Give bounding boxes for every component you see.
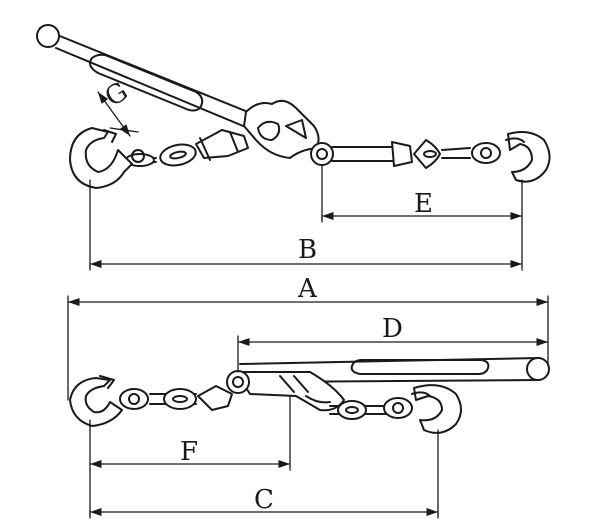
dimension-C: C — [89, 429, 439, 519]
dimension-D: D — [237, 314, 549, 373]
label-A: A — [297, 274, 318, 304]
dimension-B: B — [89, 179, 523, 271]
binder-closed-view: A D F C — [67, 274, 550, 519]
left-barrel-closed — [197, 385, 233, 411]
pivot-eye-closed — [226, 370, 250, 394]
label-E: E — [414, 189, 433, 219]
right-rod-open — [331, 141, 413, 167]
right-chain-closed — [329, 397, 413, 420]
lever-body-open — [243, 99, 320, 159]
right-hook-closed — [411, 384, 462, 434]
left-hook-closed — [69, 375, 123, 427]
label-F: F — [180, 437, 198, 467]
lever-body-closed — [235, 371, 345, 412]
label-D: D — [382, 314, 403, 344]
left-hook-open — [69, 127, 145, 189]
lever-handle-open — [36, 24, 259, 129]
left-barrel-open — [195, 129, 249, 161]
label-B: B — [298, 235, 317, 265]
right-chain-open — [413, 139, 501, 169]
dimension-A: A — [67, 274, 549, 401]
dimension-F: F — [89, 395, 291, 471]
left-chain-closed — [119, 388, 197, 410]
binder-open-view: G E B — [36, 24, 551, 271]
dimension-E: E — [321, 165, 523, 223]
label-G: G — [100, 77, 134, 113]
pivot-eye-open — [310, 142, 334, 166]
label-C: C — [254, 485, 274, 515]
dimension-G: G — [97, 77, 139, 137]
right-hook-open — [505, 131, 551, 183]
